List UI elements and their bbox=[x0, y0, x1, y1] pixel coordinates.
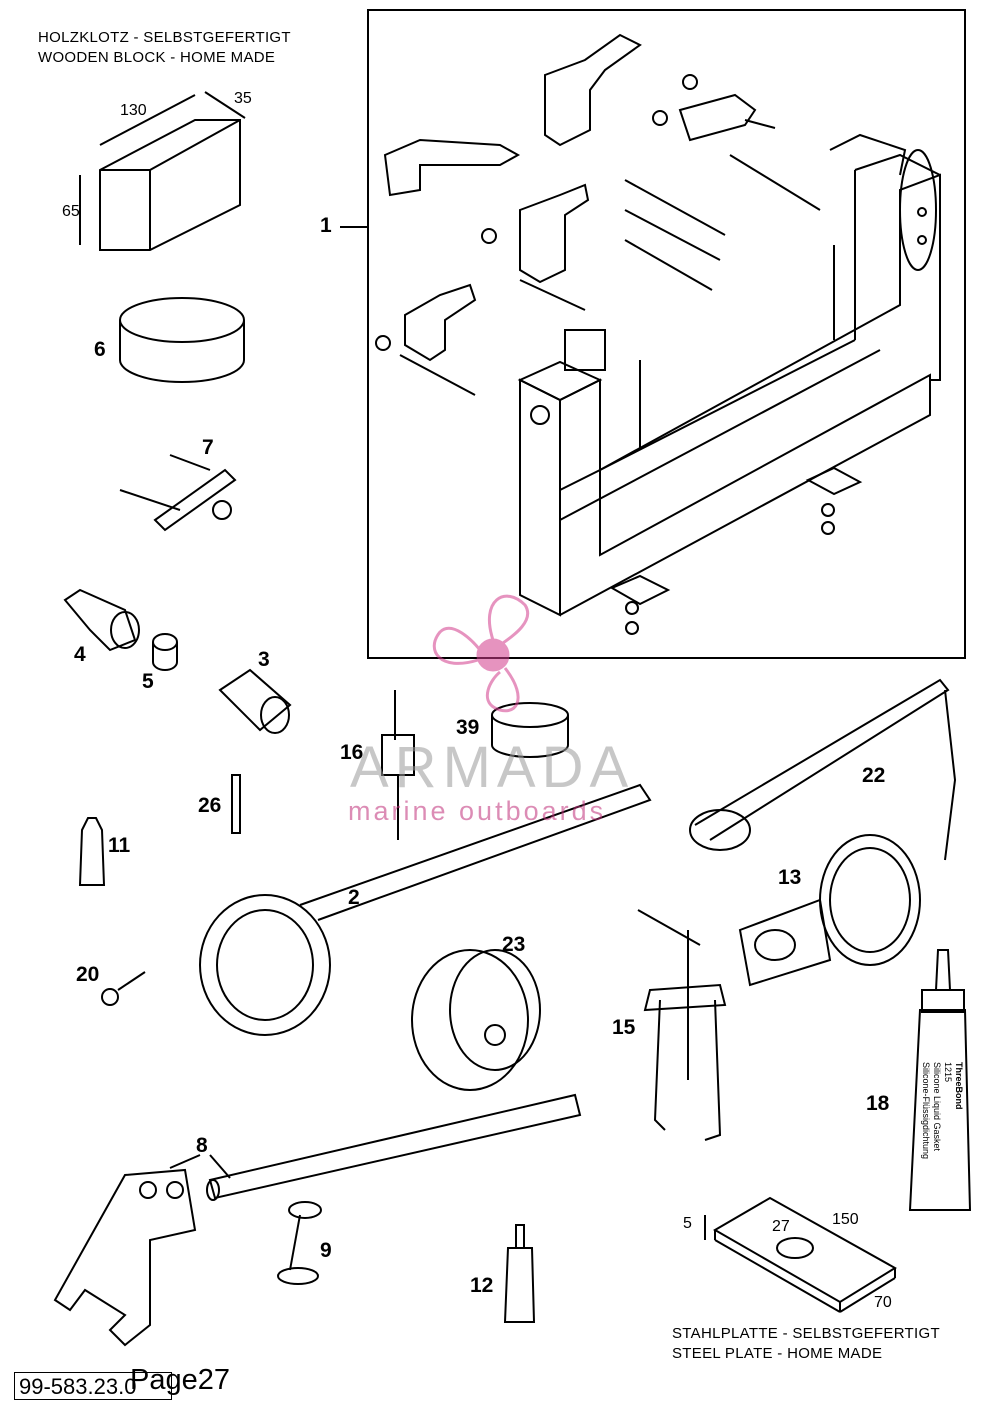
tube-label: ThreeBond 1215 Silicone Liquid Gasket Si… bbox=[920, 1062, 964, 1162]
part-number: 99-583.23.0 bbox=[14, 1372, 172, 1400]
callout-4: 4 bbox=[74, 643, 86, 666]
dim-plate-width: 70 bbox=[874, 1294, 892, 1311]
steel-plate-caption-en: STEEL PLATE - HOME MADE bbox=[672, 1345, 883, 1362]
callout-18: 18 bbox=[866, 1092, 890, 1115]
dim-plate-thickness: 5 bbox=[683, 1215, 692, 1232]
engine-stand bbox=[517, 133, 941, 617]
watermark-subtitle: marine outboards bbox=[348, 796, 607, 826]
bottle-12 bbox=[503, 1224, 536, 1323]
dim-plate-hole: 27 bbox=[772, 1218, 790, 1235]
steel-plate-drawing bbox=[704, 1196, 897, 1313]
cup-39 bbox=[491, 702, 569, 758]
watermark-propeller-icon bbox=[432, 594, 529, 713]
tube-line-1: Silicone Liquid Gasket bbox=[932, 1062, 942, 1152]
tube-brand: ThreeBond bbox=[954, 1062, 964, 1110]
page-label: Page27 bbox=[130, 1364, 230, 1396]
holder-13 bbox=[738, 834, 921, 987]
tool-8 bbox=[53, 1093, 582, 1347]
small-tools bbox=[63, 588, 292, 734]
callout-5: 5 bbox=[142, 670, 154, 693]
dim-plate-length: 150 bbox=[832, 1211, 859, 1228]
dim-wood-width: 35 bbox=[234, 90, 252, 107]
callout-2: 2 bbox=[348, 886, 360, 909]
wooden-block-caption-en: WOODEN BLOCK - HOME MADE bbox=[38, 49, 276, 66]
wooden-block-drawing bbox=[79, 91, 246, 251]
tube-18 bbox=[908, 949, 972, 1211]
watermark-title: ARMADA bbox=[350, 735, 635, 800]
callout-26: 26 bbox=[198, 794, 222, 817]
callout-11: 11 bbox=[108, 834, 131, 857]
callout-15: 15 bbox=[612, 1016, 636, 1039]
callout-1: 1 bbox=[320, 214, 332, 237]
tool-9 bbox=[277, 1201, 322, 1285]
callout-8: 8 bbox=[196, 1134, 208, 1157]
plate-23 bbox=[411, 949, 541, 1091]
steel-plate-caption-de: STAHLPLATTE - SELBSTGEFERTIGT bbox=[672, 1325, 940, 1342]
ring-6 bbox=[119, 297, 245, 383]
dim-wood-height: 65 bbox=[62, 203, 80, 220]
chain-wrench-22 bbox=[689, 678, 957, 861]
callout-12: 12 bbox=[470, 1274, 494, 1297]
tube-line-2: Silicone-Flüssigdichtung bbox=[921, 1062, 931, 1160]
callout-39: 39 bbox=[456, 716, 480, 739]
puller-15 bbox=[637, 909, 727, 1141]
wooden-block-caption-de: HOLZKLOTZ - SELBSTGEFERTIGT bbox=[38, 29, 291, 46]
stand-brackets bbox=[375, 33, 835, 635]
callout-20: 20 bbox=[76, 963, 100, 986]
callout-23: 23 bbox=[502, 933, 526, 956]
pins-and-screws bbox=[78, 774, 241, 1006]
callout-13: 13 bbox=[778, 866, 802, 889]
dim-wood-length: 130 bbox=[120, 102, 147, 119]
holding-tool-2 bbox=[199, 783, 652, 1036]
callout-16: 16 bbox=[340, 741, 364, 764]
callout-6: 6 bbox=[94, 338, 106, 361]
tool-16 bbox=[381, 690, 415, 840]
callout-7: 7 bbox=[202, 436, 214, 459]
callout-3: 3 bbox=[258, 648, 270, 671]
puller-7 bbox=[119, 454, 237, 532]
tube-code: 1215 bbox=[943, 1062, 953, 1083]
callout-9: 9 bbox=[320, 1239, 332, 1262]
item-1-frame bbox=[367, 9, 966, 659]
callout-22: 22 bbox=[862, 764, 886, 787]
